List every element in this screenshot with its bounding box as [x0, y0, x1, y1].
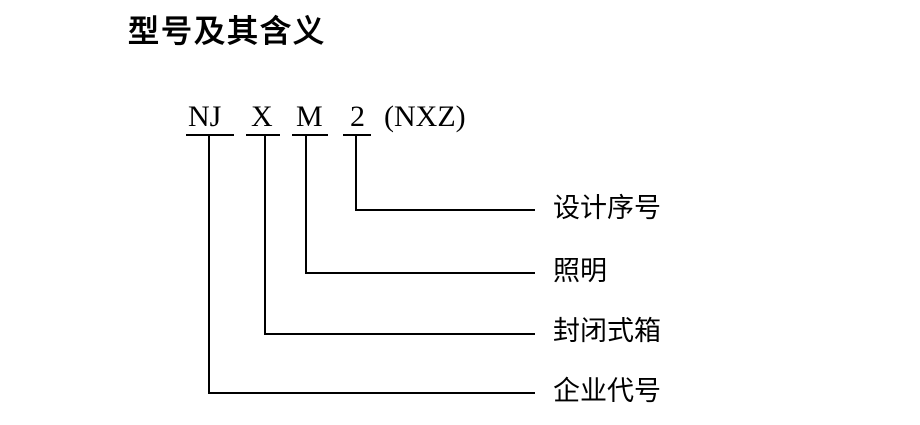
- code-segment-2: 2: [350, 100, 365, 133]
- code-underline-x: [246, 134, 280, 136]
- page-title: 型号及其含义: [128, 14, 326, 50]
- code-underline-m: [292, 134, 328, 136]
- label-company-code: 企业代号: [553, 376, 661, 407]
- connector-2: [355, 135, 535, 211]
- label-enclosed-box: 封闭式箱: [553, 316, 661, 347]
- code-segment-m: M: [296, 100, 323, 133]
- label-design-serial: 设计序号: [553, 193, 661, 224]
- connector-nj: [208, 135, 535, 394]
- label-lighting: 照明: [553, 256, 607, 287]
- code-segment-x: X: [251, 100, 273, 133]
- connector-x: [264, 135, 535, 335]
- code-segment-nj: NJ: [188, 100, 222, 133]
- code-suffix: (NXZ): [384, 100, 466, 133]
- connector-m: [305, 135, 535, 274]
